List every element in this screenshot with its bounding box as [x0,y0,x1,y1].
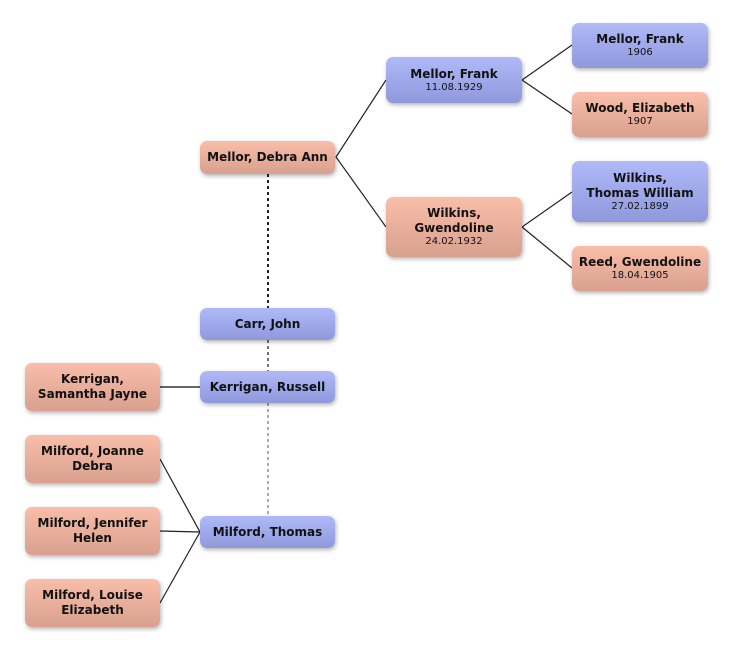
person-node-debra-mellor[interactable]: Mellor, Debra Ann [200,141,335,174]
person-date: 24.02.1932 [425,236,483,247]
person-node-jennifer-milford[interactable]: Milford, Jennifer Helen [25,507,160,555]
person-name: Wilkins, Gwendoline [414,206,494,235]
person-name: Milford, Louise Elizabeth [42,588,143,617]
person-name: Mellor, Frank [596,32,684,46]
person-name: Carr, John [234,316,301,331]
child-connector [159,530,201,533]
person-date: 1906 [627,47,653,58]
parent-connector [521,191,573,269]
person-date: 18.04.1905 [611,270,669,281]
person-node-john-carr[interactable]: Carr, John [200,308,335,340]
parent-connector [335,79,387,228]
person-name: Milford, Thomas [212,524,323,539]
person-node-samantha-kerrigan[interactable]: Kerrigan, Samantha Jayne [25,363,160,411]
person-node-thomas-milford[interactable]: Milford, Thomas [200,516,335,548]
person-node-joanne-milford[interactable]: Milford, Joanne Debra [25,435,160,483]
person-name: Mellor, Frank [410,66,498,81]
person-name: Mellor, Debra Ann [207,150,328,164]
person-date: 11.08.1929 [425,81,483,93]
person-name: Milford, Joanne Debra [41,444,144,473]
parent-connector [520,44,573,115]
person-name: Kerrigan, Russell [209,379,326,394]
person-name: Wood, Elizabeth [585,101,695,115]
person-node-louise-milford[interactable]: Milford, Louise Elizabeth [25,579,160,627]
person-date: 1907 [627,116,653,127]
person-name: Milford, Jennifer Helen [37,516,148,545]
person-name: Wilkins, Thomas William [586,170,694,200]
person-node-russell-kerrigan[interactable]: Kerrigan, Russell [200,371,335,403]
person-name: Reed, Gwendoline [578,255,702,269]
person-date: 27.02.1899 [611,200,669,212]
person-name: Kerrigan, Samantha Jayne [37,372,148,401]
